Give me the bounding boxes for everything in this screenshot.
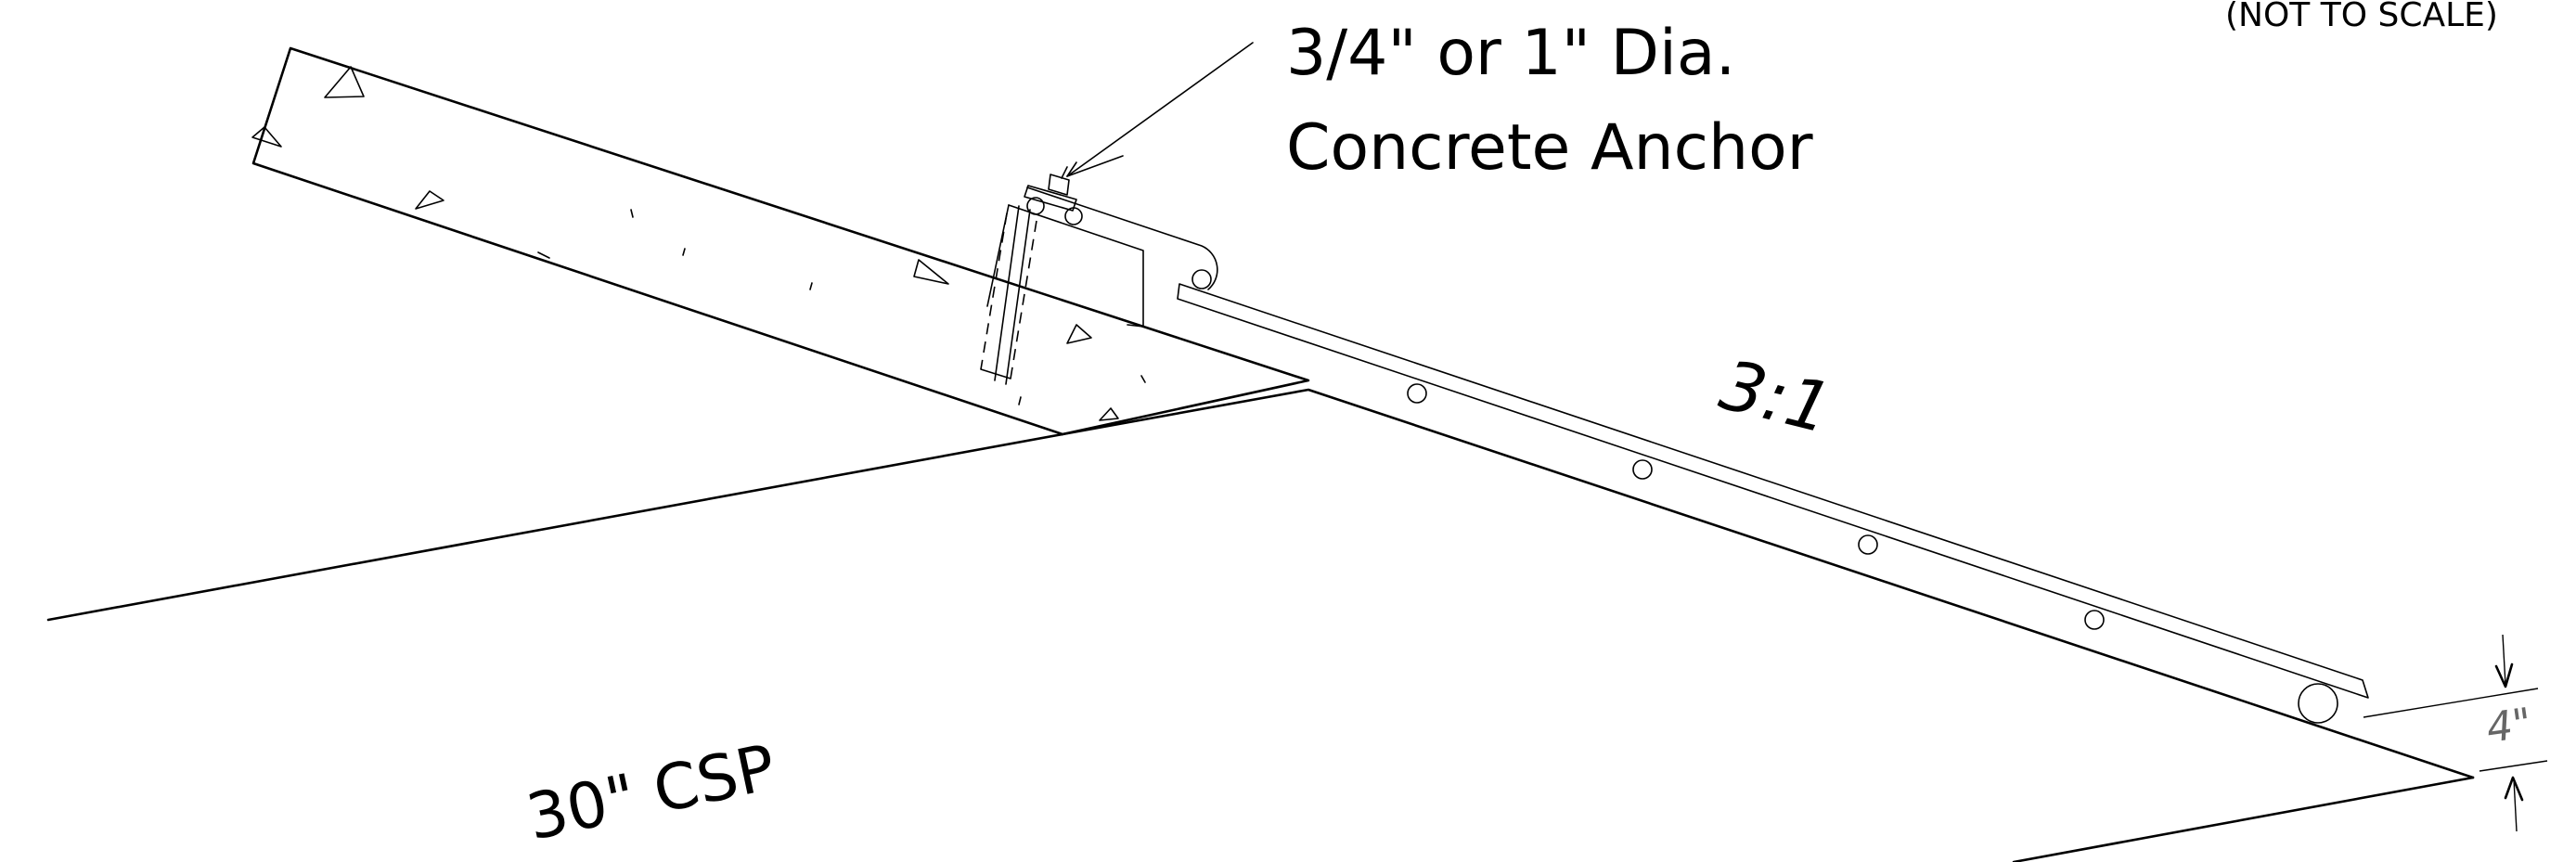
ground-lines [46,388,2475,862]
slope-label: 3:1 [1713,345,1839,449]
concrete-anchor-bolt [980,166,1083,385]
anchor-leader [1066,42,1254,177]
pipe-label: 30" CSP [521,731,782,856]
anchor-type-label: Concrete Anchor [1286,111,1813,185]
concrete-headwall [251,46,1310,436]
anchor-strap [1177,269,2369,724]
dimension-4in [2363,634,2548,832]
scale-note: (NOT TO SCALE) [2225,0,2498,34]
anchor-bracket [986,187,1218,328]
anchor-size-label: 3/4" or 1" Dia. [1286,17,1735,90]
dimension-label: 4" [2483,700,2534,753]
